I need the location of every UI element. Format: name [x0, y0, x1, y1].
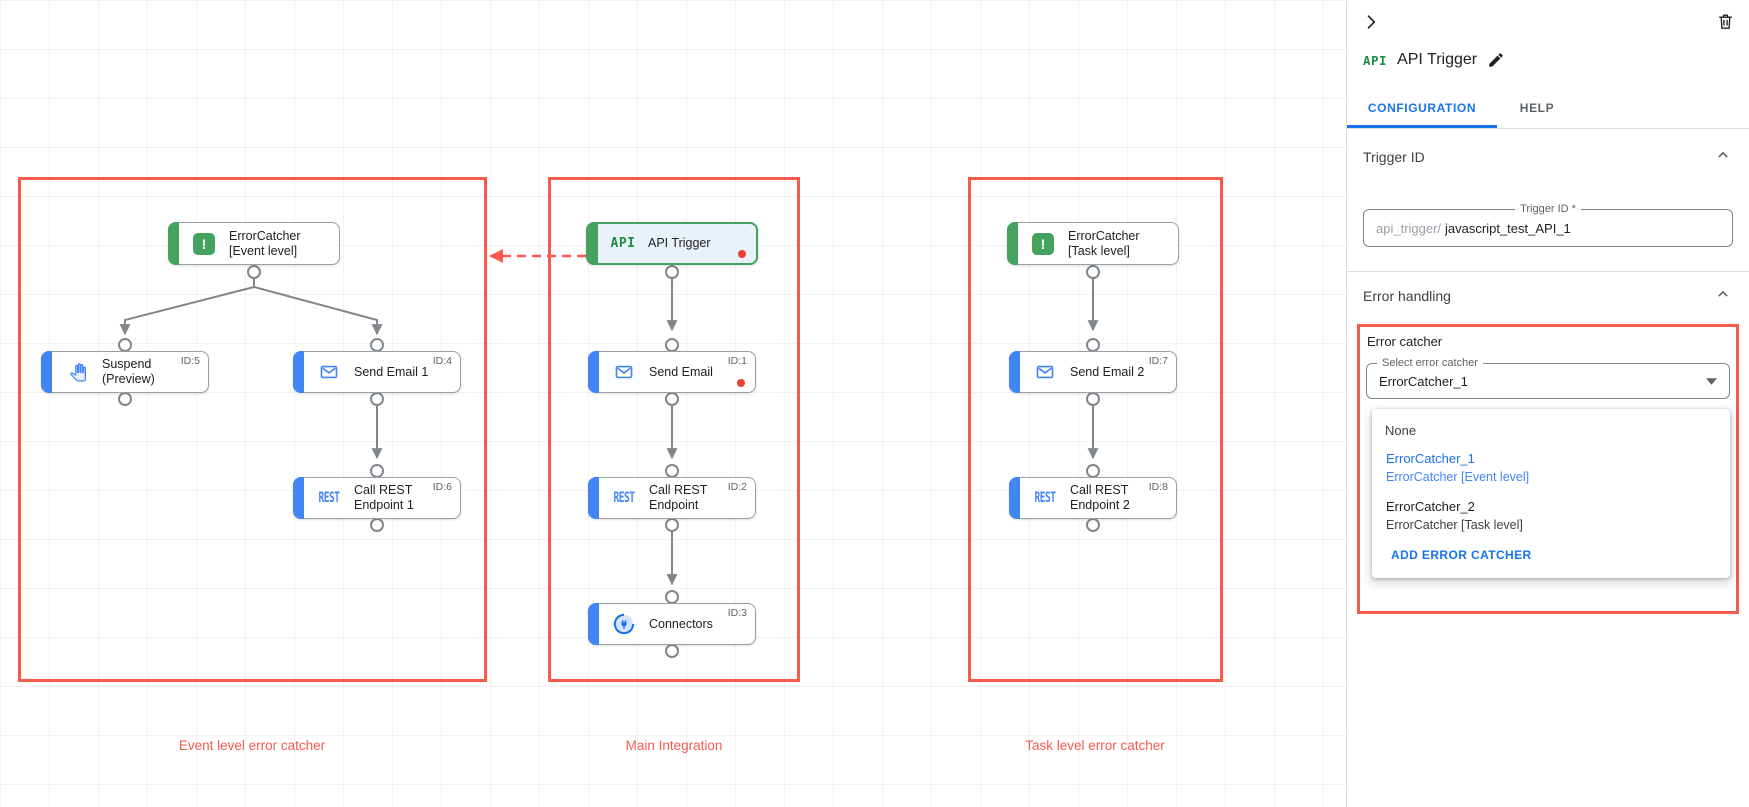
node-accent-bar	[1009, 477, 1020, 519]
node-accent-bar	[587, 223, 598, 264]
error-catcher-menu: None ErrorCatcher_1 ErrorCatcher [Event …	[1372, 409, 1730, 578]
node-accent-bar	[588, 351, 599, 393]
node-label: API Trigger	[648, 236, 711, 250]
panel-title-row: API API Trigger	[1347, 44, 1749, 76]
tab-configuration[interactable]: CONFIGURATION	[1347, 88, 1497, 128]
integration-canvas[interactable]: ! ErrorCatcher[Event level] Suspend(Prev…	[0, 0, 1346, 807]
task-id-badge: ID:1	[727, 355, 747, 367]
api-icon: API	[610, 236, 636, 251]
menu-item-errorcatcher-2[interactable]: ErrorCatcher_2 ErrorCatcher [Task level]	[1386, 499, 1523, 532]
collapse-section-icon[interactable]	[1713, 145, 1733, 170]
node-send-email[interactable]: Send Email ID:1	[588, 351, 756, 393]
email-icon	[1030, 362, 1060, 382]
node-accent-bar	[168, 222, 179, 265]
error-catcher-icon: !	[1028, 232, 1058, 255]
node-accent-bar	[41, 351, 52, 393]
node-accent-bar	[293, 351, 304, 393]
node-accent-bar	[588, 603, 599, 645]
node-label: ErrorCatcher[Event level]	[229, 228, 301, 258]
connector-layer	[118, 249, 1100, 658]
collapse-section-icon[interactable]	[1713, 284, 1733, 309]
node-send-email-2[interactable]: Send Email 2 ID:7	[1009, 351, 1177, 393]
email-icon	[314, 362, 344, 382]
node-label: Send Email 2	[1070, 364, 1145, 379]
node-accent-bar	[588, 477, 599, 519]
error-handling-section-header[interactable]: Error handling	[1363, 284, 1733, 308]
menu-item-none[interactable]: None	[1385, 423, 1417, 438]
edit-title-icon[interactable]	[1487, 51, 1505, 69]
error-catcher-icon: !	[189, 232, 219, 255]
section-title: Trigger ID	[1363, 149, 1425, 165]
node-errorcatcher-event-level[interactable]: ! ErrorCatcher[Event level]	[168, 222, 340, 265]
node-label: Connectors	[649, 616, 713, 631]
node-accent-bar	[1009, 351, 1020, 393]
node-errorcatcher-task-level[interactable]: ! ErrorCatcher[Task level]	[1007, 222, 1179, 265]
trigger-id-section-header[interactable]: Trigger ID	[1363, 145, 1733, 169]
node-label: Send Email 1	[354, 364, 429, 379]
node-label: Suspend(Preview)	[102, 357, 155, 386]
task-level-region-highlight	[968, 177, 1223, 682]
rest-icon: REST	[613, 490, 635, 506]
collapse-panel-icon[interactable]	[1361, 12, 1381, 32]
node-label: Send Email	[649, 364, 713, 379]
task-id-badge: ID:4	[432, 355, 452, 367]
event-level-region-highlight	[18, 177, 487, 682]
rest-icon: REST	[318, 490, 340, 506]
panel-tabs: CONFIGURATION HELP	[1347, 88, 1749, 129]
api-logo: API	[1363, 52, 1388, 68]
menu-item-errorcatcher-1[interactable]: ErrorCatcher_1 ErrorCatcher [Event level…	[1386, 451, 1530, 484]
error-catcher-label: Error catcher	[1367, 334, 1443, 349]
section-title: Error handling	[1363, 288, 1451, 304]
unsaved-change-dot	[737, 379, 745, 387]
node-send-email-1[interactable]: Send Email 1 ID:4	[293, 351, 461, 393]
task-id-badge: ID:5	[180, 355, 200, 367]
config-panel: API API Trigger CONFIGURATION HELP Trigg…	[1346, 0, 1749, 807]
node-api-trigger[interactable]: API API Trigger	[586, 222, 758, 265]
node-accent-bar	[293, 477, 304, 519]
main-integration-region-highlight	[548, 177, 800, 682]
panel-body: Trigger ID Trigger ID * api_trigger/ jav…	[1347, 145, 1749, 614]
trigger-id-value: javascript_test_API_1	[1445, 220, 1571, 236]
node-suspend-preview[interactable]: Suspend(Preview) ID:5	[41, 351, 209, 393]
trigger-id-prefix: api_trigger/	[1376, 220, 1442, 236]
hand-icon	[62, 362, 92, 383]
caption-event-level: Event level error catcher	[178, 738, 326, 753]
panel-header	[1347, 0, 1749, 44]
unsaved-change-dot	[738, 250, 746, 258]
task-id-badge: ID:2	[727, 481, 747, 493]
error-catcher-highlight: Error catcher Select error catcher Error…	[1357, 324, 1739, 614]
connectors-icon	[609, 613, 639, 635]
task-id-badge: ID:6	[432, 481, 452, 493]
select-label: Select error catcher	[1377, 356, 1483, 370]
page-title: API Trigger	[1397, 51, 1478, 68]
tab-help[interactable]: HELP	[1519, 101, 1555, 115]
task-id-badge: ID:3	[727, 607, 747, 619]
trigger-id-field[interactable]: Trigger ID * api_trigger/ javascript_tes…	[1363, 202, 1733, 247]
task-id-badge: ID:8	[1148, 481, 1168, 493]
field-label: Trigger ID *	[1515, 202, 1581, 216]
node-connectors[interactable]: Connectors ID:3	[588, 603, 756, 645]
node-label: ErrorCatcher[Task level]	[1068, 228, 1140, 258]
delete-trigger-icon[interactable]	[1716, 12, 1735, 31]
email-icon	[609, 362, 639, 382]
node-accent-bar	[1007, 222, 1018, 265]
select-error-catcher[interactable]: Select error catcher ErrorCatcher_1	[1366, 356, 1730, 399]
section-divider	[1347, 271, 1749, 272]
add-error-catcher-button[interactable]: ADD ERROR CATCHER	[1391, 548, 1532, 562]
dropdown-arrow-icon	[1706, 372, 1717, 390]
caption-main-integration: Main Integration	[625, 738, 723, 753]
select-value: ErrorCatcher_1	[1379, 373, 1468, 389]
rest-icon: REST	[1034, 490, 1056, 506]
caption-task-level: Task level error catcher	[1025, 738, 1165, 753]
task-id-badge: ID:7	[1148, 355, 1168, 367]
